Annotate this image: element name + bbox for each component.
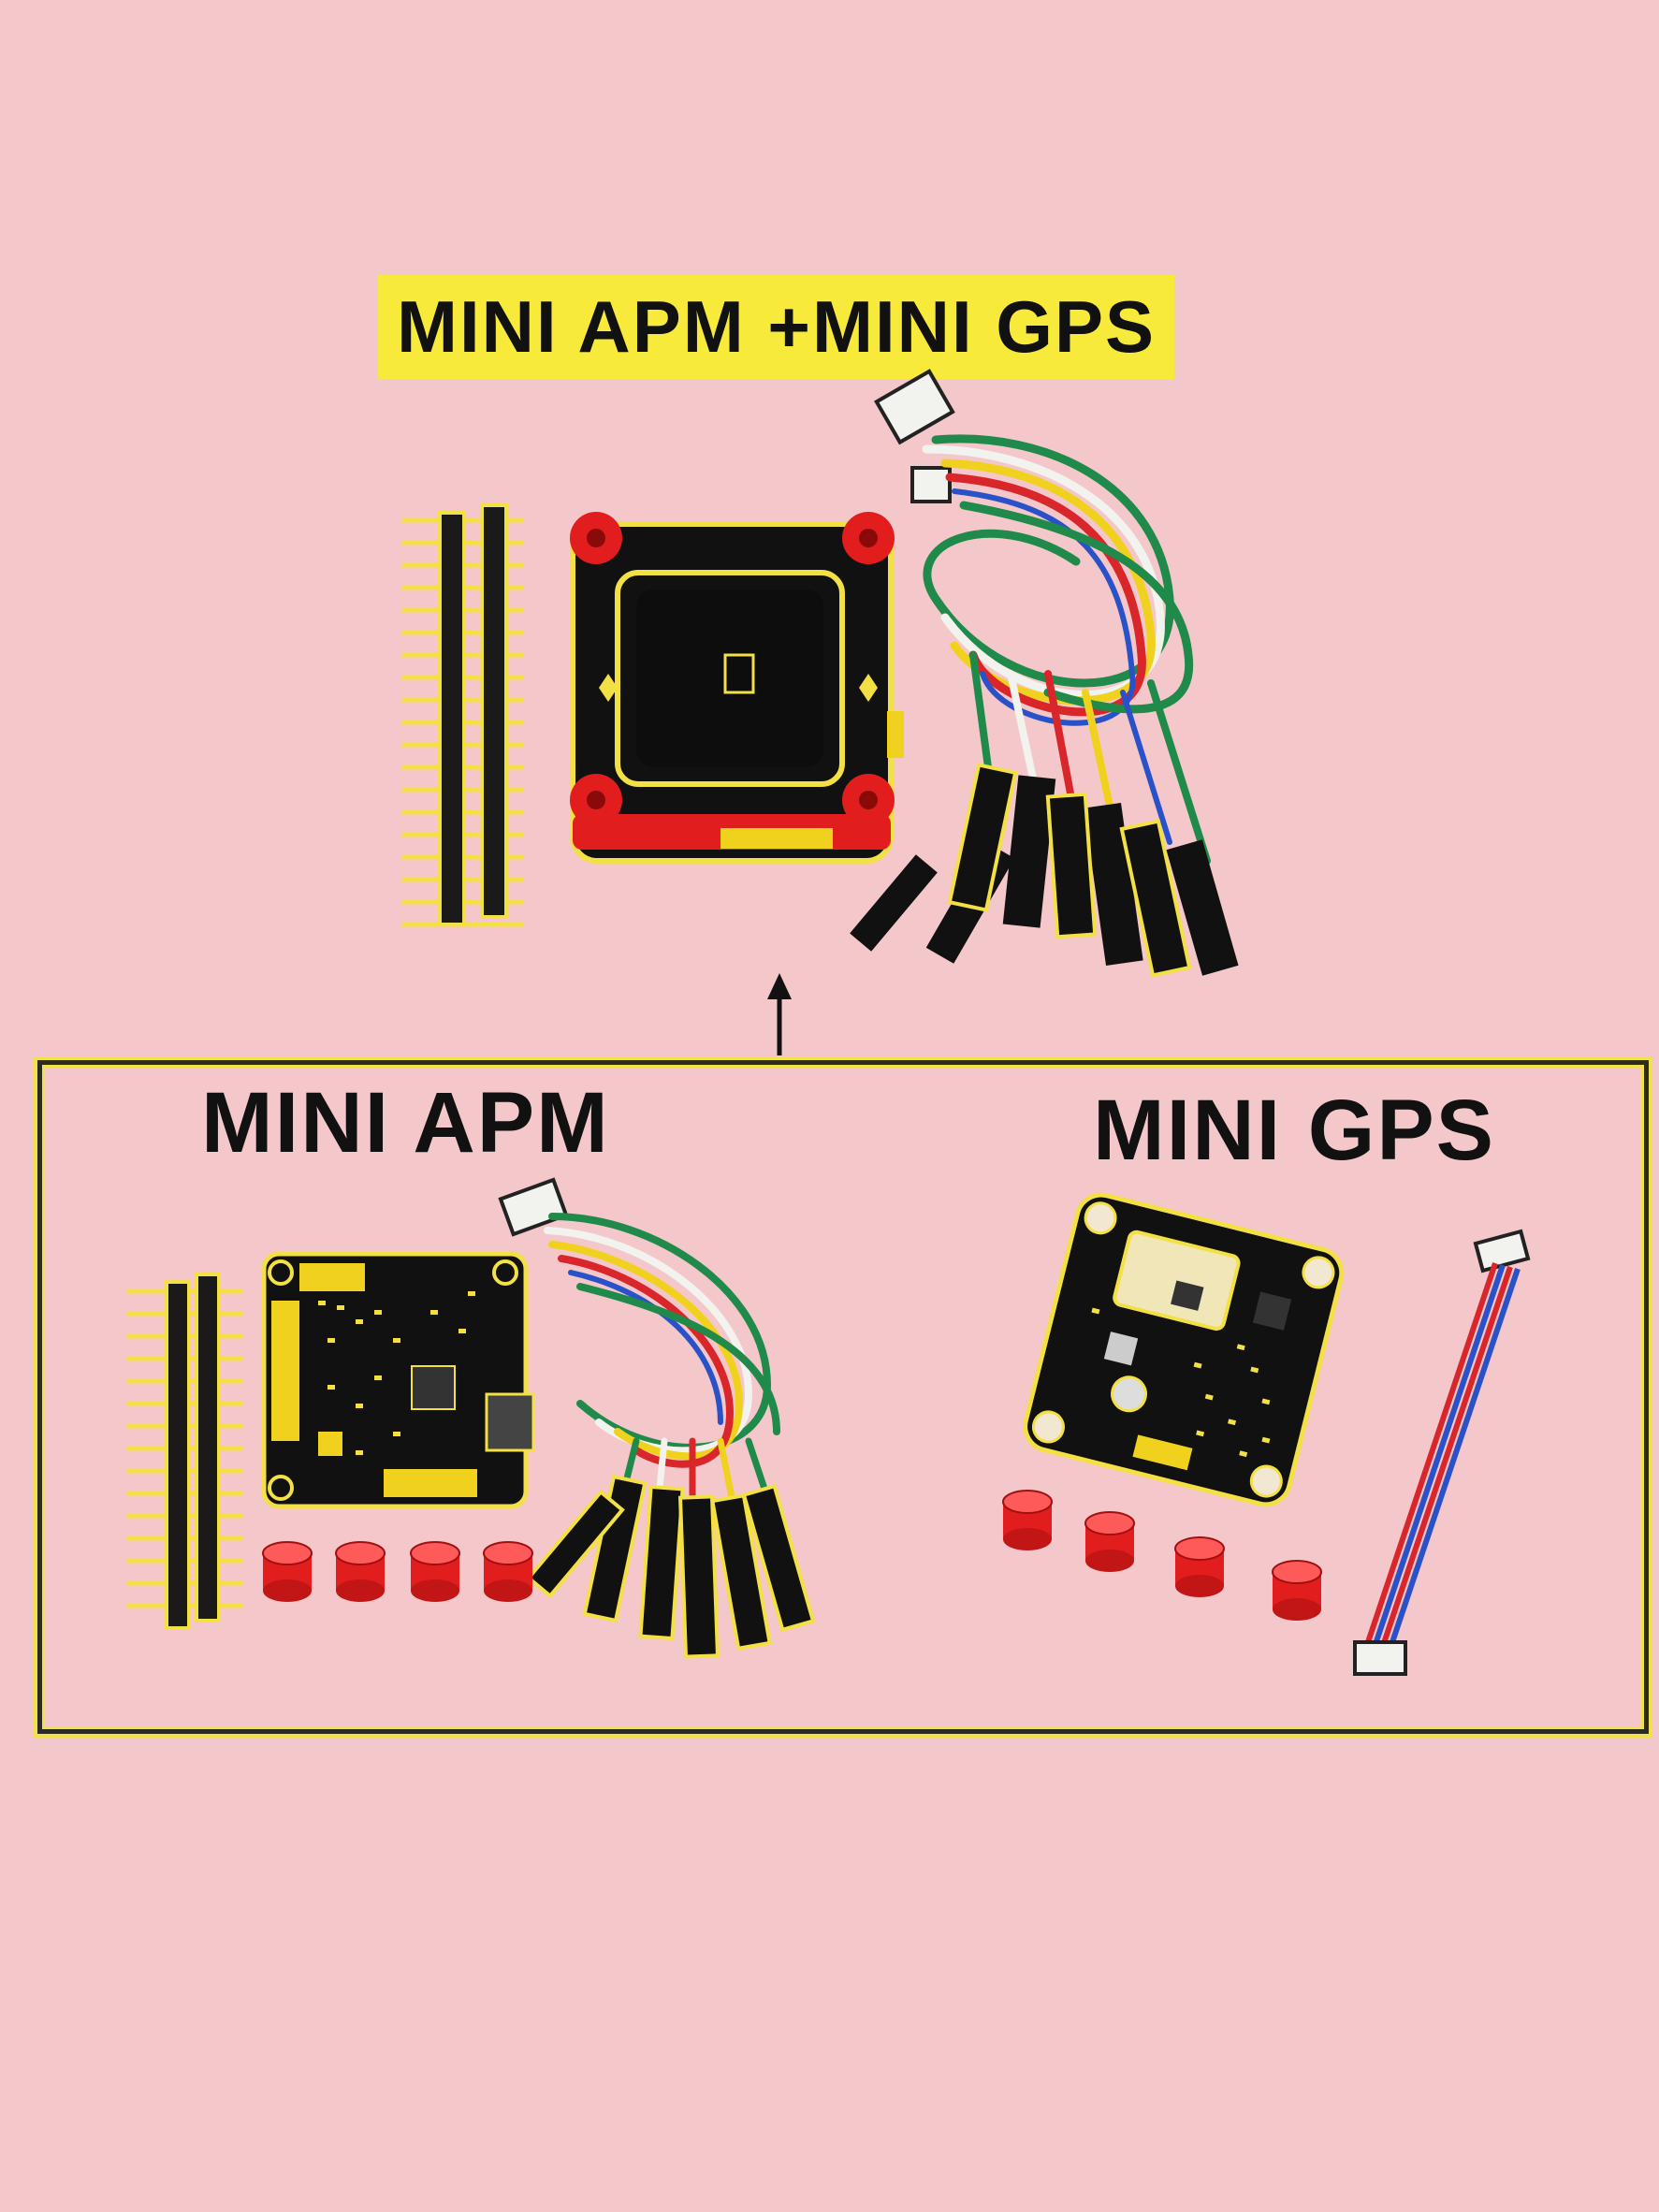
spacer-icon (262, 1541, 533, 1603)
pin-header-icon (126, 1273, 243, 1630)
wire-harness-icon (850, 369, 1239, 978)
flight-controller-icon (261, 1251, 535, 1509)
components-frame (37, 1060, 1649, 1734)
page-title: MINI APM +MINI GPS (384, 281, 1170, 373)
flight-controller-icon (570, 512, 904, 864)
spacer-icon (1002, 1490, 1322, 1622)
wire-harness-icon (498, 1177, 816, 1659)
mini-gps-label: MINI GPS (1093, 1083, 1496, 1178)
mini-apm-label: MINI APM (201, 1075, 610, 1171)
gps-module-icon (1023, 1192, 1345, 1507)
pin-header-icon (402, 503, 524, 927)
gps-cable-icon (1353, 1229, 1531, 1676)
arrow-up-icon (767, 973, 792, 1055)
